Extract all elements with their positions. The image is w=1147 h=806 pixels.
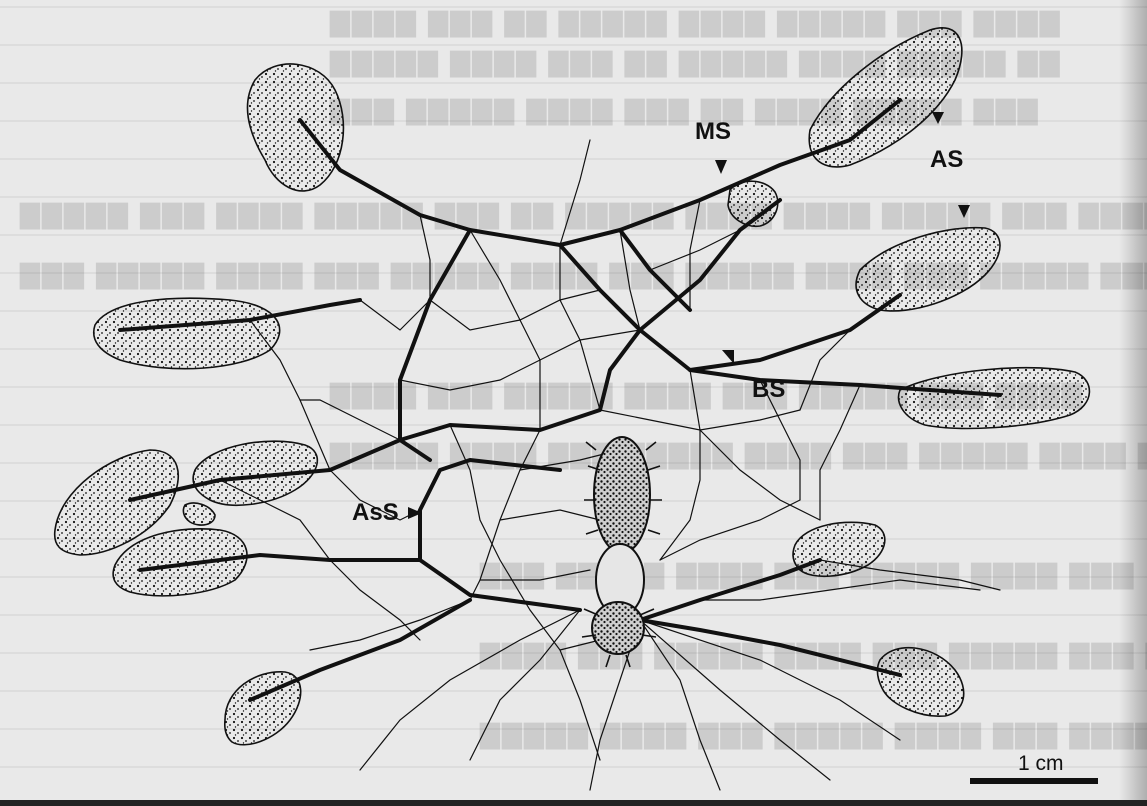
label-as: AS: [930, 146, 963, 174]
web-thread: [800, 330, 850, 410]
web-thread: [820, 385, 860, 520]
egg-sac-cluster: [183, 503, 215, 525]
web-thread: [700, 430, 820, 520]
web-thread: [480, 570, 590, 580]
web-thread: [470, 610, 580, 760]
scale-bar-label: 1 cm: [1018, 752, 1064, 776]
egg-sac-cluster: [193, 441, 317, 505]
egg-sac-cluster: [225, 672, 301, 745]
egg-sac-cluster: [856, 228, 1000, 311]
egg-sac-cluster: [728, 181, 778, 226]
web-thread: [450, 425, 600, 760]
page-edge-shadow: [1119, 0, 1147, 806]
web-thread: [640, 620, 830, 780]
label-bs: BS: [752, 376, 785, 404]
web-thread: [330, 560, 420, 640]
web-thread: [640, 620, 720, 790]
as-arrow-lower: [958, 205, 970, 218]
web-thread: [690, 200, 700, 310]
ms-arrow: [715, 160, 727, 174]
main-thread: [300, 100, 900, 245]
spider-abdomen: [594, 437, 650, 553]
web-thread: [400, 330, 640, 390]
stippled-egg-sacs: [55, 28, 1090, 745]
web-thread: [560, 140, 590, 245]
spider-head: [592, 602, 644, 654]
web-thread: [660, 370, 700, 560]
label-ass: AsS: [352, 499, 399, 527]
web-thread: [660, 500, 800, 560]
bs-arrow: [722, 350, 734, 364]
main-thread: [400, 330, 640, 440]
egg-sac-cluster: [899, 368, 1090, 429]
main-silk-threads: [120, 100, 1000, 700]
scale-bar-line: [970, 778, 1098, 784]
egg-sac-cluster: [248, 64, 344, 191]
label-ms: MS: [695, 118, 731, 146]
as-arrow-upper: [932, 112, 944, 124]
main-thread: [640, 620, 900, 675]
main-thread: [620, 230, 690, 310]
spider-body: [582, 437, 662, 667]
egg-sac-cluster: [94, 298, 280, 368]
web-thread: [420, 215, 430, 300]
main-thread: [640, 560, 820, 620]
egg-sac-cluster: [878, 648, 964, 717]
main-thread: [420, 460, 560, 560]
web-thread: [500, 510, 600, 520]
web-thread: [700, 580, 980, 600]
label-arrows: [408, 112, 970, 519]
page-bottom-edge: [0, 800, 1147, 806]
web-thread: [640, 620, 900, 740]
web-thread: [470, 230, 540, 430]
web-thread: [360, 610, 580, 770]
